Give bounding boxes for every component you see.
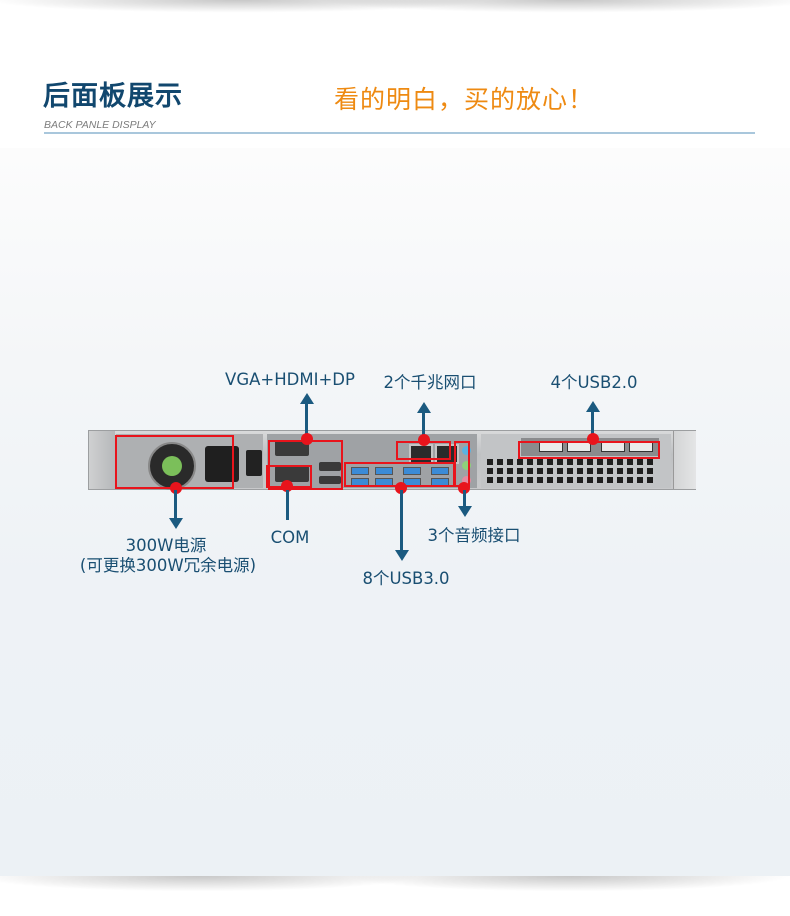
power-supply-unit xyxy=(116,434,263,490)
arrow-down-icon xyxy=(395,550,409,561)
hdmi-port-icon xyxy=(319,476,341,484)
label-com: COM xyxy=(270,528,310,547)
connector-line xyxy=(463,490,466,506)
label-psu-note: (可更换300W冗余电源) xyxy=(79,556,257,575)
label-audio: 3个音频接口 xyxy=(427,526,521,545)
audio-line-in-icon xyxy=(462,446,471,455)
arrow-up-icon xyxy=(300,393,314,404)
connector-line xyxy=(591,410,594,438)
connector-line xyxy=(422,411,425,438)
connector-line xyxy=(400,490,403,550)
label-psu: 300W电源 xyxy=(125,536,207,555)
connector-line xyxy=(286,490,289,520)
label-usb2-ports: 4个USB2.0 xyxy=(550,373,638,392)
com-port-icon xyxy=(275,466,309,482)
connector-line xyxy=(305,402,308,438)
vent-grille xyxy=(487,459,657,485)
displayport-icon xyxy=(319,462,341,471)
label-video-ports: VGA+HDMI+DP xyxy=(225,370,355,389)
slogan: 看的明白，买的放心！ xyxy=(334,85,595,114)
usb3-port-icon xyxy=(351,467,369,475)
display-panel xyxy=(0,148,790,876)
usb3-port-icon xyxy=(375,467,393,475)
audio-line-out-icon xyxy=(462,461,471,470)
audio-mic-icon xyxy=(462,476,471,485)
top-shadow xyxy=(0,0,790,18)
arrow-down-icon xyxy=(169,518,183,529)
power-switch-icon xyxy=(246,450,262,476)
usb3-port-icon xyxy=(431,467,449,475)
section-title: 后面板展示 xyxy=(43,81,183,112)
arrow-up-icon xyxy=(417,402,431,413)
highlight-psu xyxy=(115,435,234,489)
chassis-right-ear xyxy=(673,431,696,489)
marker-dot xyxy=(587,433,599,445)
marker-dot xyxy=(281,480,293,492)
marker-dot xyxy=(395,482,407,494)
marker-dot xyxy=(418,434,430,446)
bottom-shadow xyxy=(0,876,790,898)
section-subtitle: BACK PANLE DISPLAY xyxy=(44,119,156,131)
header-divider xyxy=(44,132,755,134)
vga-port-icon xyxy=(275,440,309,456)
chassis-left-ear xyxy=(89,431,115,489)
arrow-up-icon xyxy=(586,401,600,412)
usb3-port-icon xyxy=(403,467,421,475)
connector-line xyxy=(174,490,177,518)
label-lan-ports: 2个千兆网口 xyxy=(383,373,477,392)
arrow-down-icon xyxy=(458,506,472,517)
highlight-audio xyxy=(454,441,470,487)
marker-dot xyxy=(458,482,470,494)
marker-dot xyxy=(170,482,182,494)
label-usb3: 8个USB3.0 xyxy=(362,569,450,588)
marker-dot xyxy=(301,433,313,445)
